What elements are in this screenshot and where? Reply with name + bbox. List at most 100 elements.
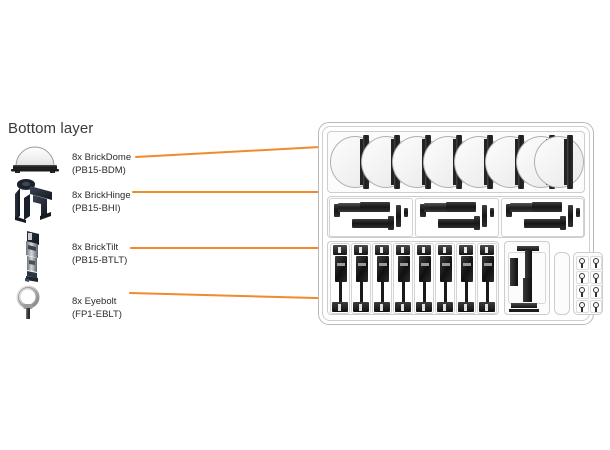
tilt-part-stem [444, 281, 447, 305]
tilt-part-foot [332, 302, 348, 312]
tilt-slot [435, 243, 455, 314]
tilt-part-foot [395, 302, 411, 312]
hinge-part [388, 216, 394, 230]
large-part-column [510, 258, 518, 286]
tilt-part-head [480, 245, 494, 255]
eyebolt-shaft [594, 263, 597, 268]
compartment-brickdome [327, 131, 585, 193]
eyebolt-slot [576, 285, 589, 299]
eyebolt-shaft [581, 263, 584, 268]
legend-label-eyebolt-name: 8x Eyebolt [72, 296, 117, 307]
tilt-part-stem [339, 281, 342, 305]
tilt-part-head [354, 245, 368, 255]
tilt-part-stem [423, 281, 426, 305]
eyebolt-part-icon [6, 282, 64, 338]
tilt-part-stem [402, 281, 405, 305]
eyebolt-shaft [594, 292, 597, 297]
hinge-slot [501, 198, 584, 237]
hinge-slot [329, 198, 413, 237]
hinge-part [510, 203, 552, 212]
hinge-part [404, 208, 408, 217]
legend-item-eyebolt: 8x Eyebolt (FP1-EBLT) [0, 282, 160, 338]
eyebolt-slot [589, 270, 602, 284]
tilt-part-stem [360, 281, 363, 305]
eyebolt-shaft [581, 306, 584, 312]
tilt-part-foot [374, 302, 390, 312]
hinge-part [524, 219, 562, 228]
dome-disc [534, 136, 584, 188]
tilt-part-stem [486, 281, 489, 305]
hinge-part-icon [6, 176, 64, 232]
tilt-part-foot [437, 302, 453, 312]
tilt-part-body [335, 256, 347, 282]
large-part-top-plate [517, 246, 539, 251]
tilt-part-body [419, 256, 431, 282]
legend-label-eyebolt: 8x Eyebolt (FP1-EBLT) [72, 296, 122, 321]
hinge-part [396, 205, 401, 227]
legend-item-brickhinge: 8x BrickHinge (PB15-BHI) [0, 176, 160, 232]
dome-slot [534, 134, 584, 191]
legend-label-brickhinge-name: 8x BrickHinge [72, 190, 131, 201]
tilt-slot [456, 243, 476, 314]
tilt-part-stem [465, 281, 468, 305]
tilt-part-foot [458, 302, 474, 312]
tilt-part-stem [381, 281, 384, 305]
eyebolt-shaft [594, 306, 597, 312]
tilt-part-body [398, 256, 410, 282]
tilt-part-body [377, 256, 389, 282]
tilt-part-head [438, 245, 452, 255]
eyebolt-slot [576, 299, 589, 313]
legend-partnum-bricktilt: (PB15-BTLT) [72, 254, 128, 266]
tilt-part-icon [6, 228, 64, 284]
eyebolt-slot [589, 256, 602, 270]
tray-inner-border [322, 126, 590, 321]
hinge-part [438, 219, 476, 228]
large-part-column [523, 278, 532, 302]
hinge-part [482, 205, 487, 227]
tilt-slot [414, 243, 434, 314]
tilt-part-body [482, 256, 494, 282]
legend-label-brickdome: 8x BrickDome (PB15-BDM) [72, 152, 131, 177]
hinge-part [424, 203, 466, 212]
tilt-slot [393, 243, 413, 314]
eyebolt-shaft [581, 277, 584, 283]
hinge-part [446, 202, 476, 212]
tilt-part-head [333, 245, 347, 255]
large-part-column [525, 250, 532, 284]
large-part-base-plate [511, 303, 537, 308]
compartment-brickhinge [327, 196, 585, 238]
hinge-part [360, 202, 390, 212]
hinge-part [338, 203, 380, 212]
dome-rim [564, 135, 573, 189]
legend-item-bricktilt: 8x BrickTilt (PB15-BTLT) [0, 228, 160, 284]
compartment-eyebolt [573, 252, 603, 315]
eyebolt-shaft [594, 277, 597, 283]
hinge-part [334, 204, 340, 217]
eyebolt-shaft [581, 292, 584, 297]
legend-partnum-brickhinge: (PB15-BHI) [72, 202, 121, 214]
legend-label-bricktilt: 8x BrickTilt (PB15-BTLT) [72, 242, 127, 267]
dome-part-icon [6, 138, 64, 194]
hinge-part [532, 202, 562, 212]
eyebolt-grid [575, 255, 603, 314]
tilt-part-body [461, 256, 473, 282]
tilt-part-body [440, 256, 452, 282]
hinge-part [576, 208, 580, 217]
tilt-part-body [356, 256, 368, 282]
hinge-slot [415, 198, 499, 237]
tilt-slot [351, 243, 371, 314]
bottom-layer-tray [318, 122, 603, 325]
tilt-part-head [396, 245, 410, 255]
eyebolt-slot [576, 256, 589, 270]
legend-partnum-brickdome: (PB15-BDM) [72, 164, 126, 176]
hinge-part [490, 208, 494, 217]
tilt-slot [372, 243, 392, 314]
legend-item-brickdome: 8x BrickDome (PB15-BDM) [0, 138, 160, 194]
hinge-part [560, 216, 566, 230]
legend-label-bricktilt-name: 8x BrickTilt [72, 242, 119, 253]
legend-label-brickhinge: 8x BrickHinge (PB15-BHI) [72, 190, 131, 215]
tilt-part-head [375, 245, 389, 255]
legend-label-brickdome-name: 8x BrickDome [72, 152, 132, 163]
page-title: Bottom layer [8, 120, 94, 137]
eyebolt-slot [589, 299, 602, 313]
